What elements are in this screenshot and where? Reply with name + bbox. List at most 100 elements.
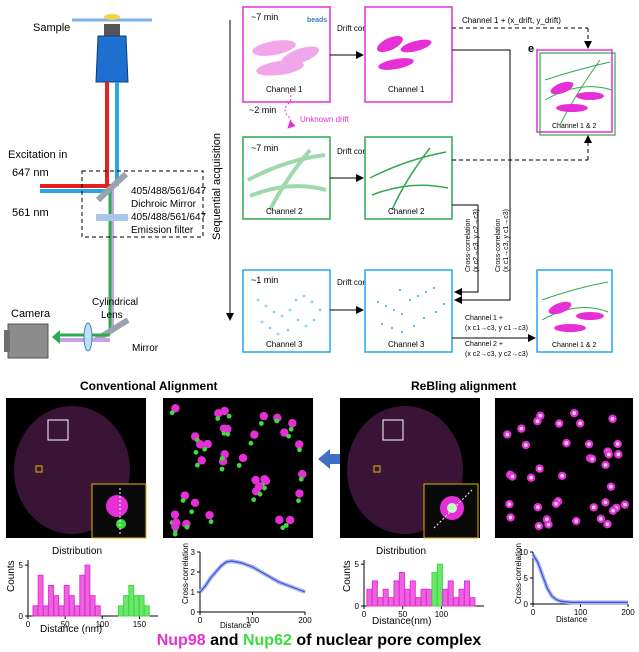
filament [369, 151, 447, 179]
pore-green [258, 421, 264, 426]
filament [268, 148, 312, 211]
y-tick-label: 5 [19, 561, 24, 570]
y-tick-label: 0 [355, 602, 360, 611]
y-tick-label: 5 [524, 574, 529, 583]
pore-green [508, 515, 513, 520]
ch12-label: Channel 1 & 2 [552, 342, 596, 349]
pore-magenta [197, 456, 206, 465]
objective-icon [95, 35, 129, 83]
pore-green [507, 502, 512, 506]
pore-green [298, 476, 304, 482]
blob [378, 58, 414, 70]
pore-green [208, 519, 214, 525]
x-tick-label: 200 [298, 616, 312, 625]
series-line [532, 554, 628, 603]
pore-green [578, 421, 583, 426]
inset-pore [106, 495, 128, 517]
pore-green [599, 517, 603, 521]
t3-label: ~7 min [251, 143, 278, 153]
conv-zoom-image [163, 398, 313, 538]
ch1-shift-label: Channel 1 + (x_drift, y_drift) [462, 16, 561, 25]
pore-magenta [190, 498, 200, 507]
bar [463, 580, 470, 607]
bar [32, 605, 39, 617]
pore-magenta [295, 489, 304, 498]
pore-green [610, 416, 615, 421]
ch3-raw-points [256, 294, 322, 336]
bar [409, 580, 416, 607]
xcorr-label-a: Cross-correlation [465, 219, 472, 272]
x-tick-label: 0 [531, 608, 536, 617]
ch3-corrected-panel [364, 269, 453, 353]
pore-green [202, 446, 208, 452]
pore-magenta [223, 424, 232, 434]
footer-nup98: Nup98 [157, 632, 206, 649]
pore-green [623, 502, 627, 507]
ch3-corrected-points [377, 287, 445, 333]
bar [123, 595, 129, 617]
x-tick-label: 0 [26, 620, 31, 629]
blob [554, 324, 586, 332]
pore-green [603, 463, 608, 467]
footer-rest: of nuclear pore complex [292, 632, 481, 649]
pore-green [572, 411, 577, 415]
chart-ylabel: Counts [6, 560, 17, 592]
xcorr-arrow-b [452, 49, 511, 304]
bar [138, 595, 145, 617]
wl647-label: 647 nm [12, 167, 49, 179]
bar [431, 572, 438, 607]
t1-label: ~7 min [251, 12, 278, 22]
ch1-label: Channel 1 [388, 85, 425, 94]
t2-label: ~2 min [249, 105, 276, 115]
xcorr-label-b: Cross-correlation [495, 219, 502, 272]
pore-magenta [205, 510, 214, 520]
pore-green [590, 457, 594, 461]
pore-green [616, 452, 621, 457]
blob [252, 40, 296, 56]
bar [58, 605, 65, 617]
pore-green [194, 462, 200, 468]
filament [247, 153, 326, 182]
dichroic-label-1: 405/488/561/647 [131, 186, 207, 197]
bar [447, 580, 454, 607]
emission-filter-icon [96, 214, 128, 221]
bar [63, 584, 70, 617]
bar [453, 597, 460, 607]
pore-green [257, 491, 263, 497]
pore-magenta [238, 453, 248, 463]
rebling-roi-small [373, 465, 381, 473]
pore-green [524, 443, 528, 447]
bar [458, 588, 465, 607]
pore-green [225, 431, 231, 437]
y-tick-label: 3 [191, 548, 196, 557]
pore-green [605, 522, 610, 527]
chart-xlabel: Distance [220, 621, 252, 630]
cylindrical-lens-icon [83, 322, 93, 352]
pore-magenta [250, 430, 259, 439]
emission-label-1: 405/488/561/647 [131, 212, 207, 223]
sample-label: Sample [33, 22, 70, 34]
conv-roi-box [47, 419, 69, 441]
pore-magenta [214, 409, 223, 418]
pore-green [184, 524, 190, 530]
final-merge-panel [536, 269, 613, 353]
blob [576, 312, 604, 320]
pore-green [180, 498, 186, 503]
blob [377, 35, 403, 53]
pore-magenta [280, 428, 289, 437]
ch2-shift2: (x c2→c3, y c2→c3) [465, 351, 528, 358]
drift-label-1: Drift correction [337, 24, 389, 33]
bar [398, 572, 405, 607]
bar [84, 564, 91, 617]
pore-green [219, 466, 225, 472]
pore-green [609, 484, 613, 489]
bar [415, 597, 422, 607]
pore-magenta [285, 515, 295, 525]
drift-label-2: Drift correction [337, 147, 389, 156]
bar [42, 605, 49, 617]
wl561-label: 561 nm [12, 207, 49, 219]
pore-green [297, 447, 302, 453]
x-tick-label: 100 [435, 610, 449, 619]
pore-green [286, 433, 292, 439]
